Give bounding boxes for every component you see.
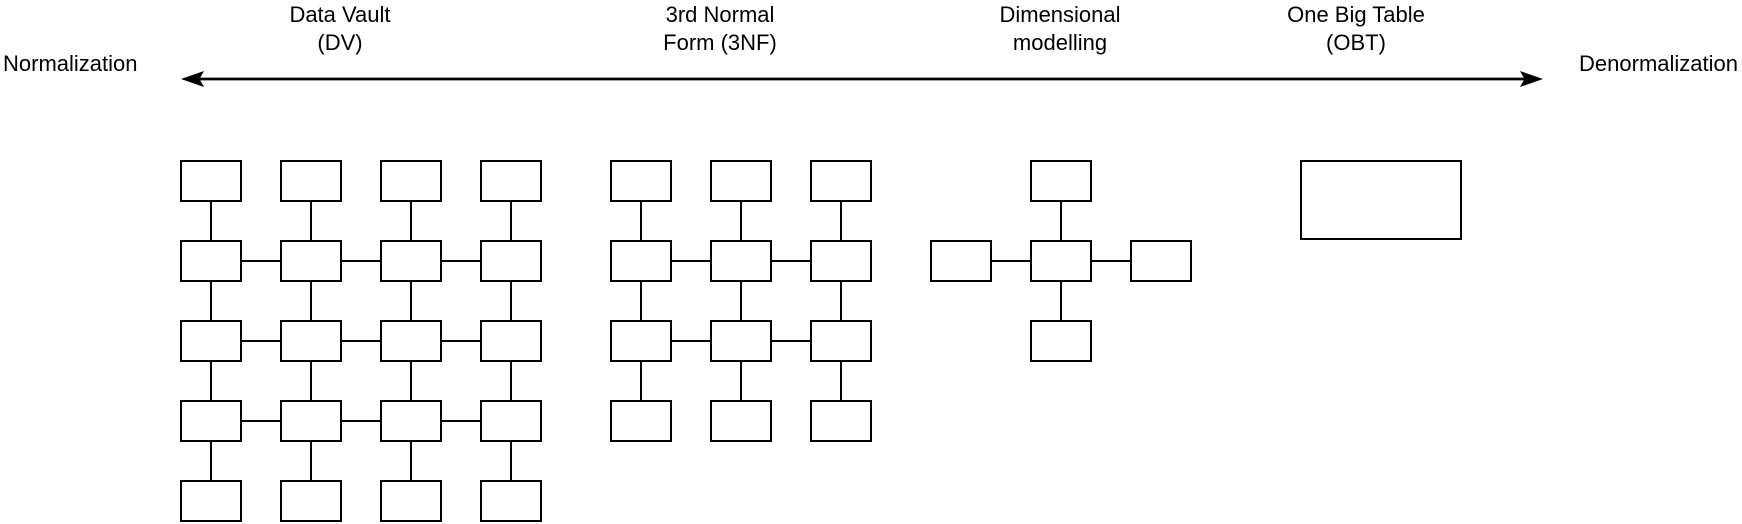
category-label-data-vault: Data Vault (DV) (230, 1, 450, 57)
table-box (710, 240, 772, 282)
normalization-label: Normalization (3, 51, 138, 76)
dimension-table-box (1030, 320, 1092, 362)
arrow-head-left-icon (181, 71, 204, 87)
category-label-line2: (DV) (317, 30, 363, 55)
connector-line (639, 362, 643, 400)
connector-line (409, 362, 413, 400)
connector-line (509, 202, 513, 240)
table-box (610, 160, 672, 202)
connector-line (739, 202, 743, 240)
category-label-line1: One Big Table (1287, 2, 1425, 27)
table-box (810, 320, 872, 362)
connector-line (242, 339, 280, 343)
connector-line (309, 442, 313, 480)
table-box (610, 320, 672, 362)
table-box (180, 480, 242, 522)
table-box (380, 160, 442, 202)
dimension-table-box (1030, 160, 1092, 202)
connector-line (839, 362, 843, 400)
connector-line (1092, 259, 1130, 263)
category-label-line2: Form (3NF) (663, 30, 777, 55)
table-box (180, 320, 242, 362)
connector-line (509, 362, 513, 400)
connector-line (209, 282, 213, 320)
table-box (280, 480, 342, 522)
connector-line (442, 339, 480, 343)
connector-line (772, 259, 810, 263)
table-box (480, 240, 542, 282)
table-box (180, 400, 242, 442)
connector-line (309, 202, 313, 240)
connector-line (442, 259, 480, 263)
connector-line (342, 339, 380, 343)
connector-line (242, 419, 280, 423)
category-label-line2: modelling (1012, 30, 1108, 55)
connector-line (772, 339, 810, 343)
table-box (710, 320, 772, 362)
connector-line (992, 259, 1030, 263)
connector-line (1059, 202, 1063, 240)
category-label-one-big-table: One Big Table (OBT) (1246, 1, 1466, 57)
connector-line (409, 202, 413, 240)
dimension-table-box (930, 240, 992, 282)
connector-line (639, 202, 643, 240)
table-box (610, 240, 672, 282)
table-box (380, 480, 442, 522)
table-box (610, 400, 672, 442)
connector-line (242, 259, 280, 263)
connector-line (309, 362, 313, 400)
connector-line (409, 442, 413, 480)
table-box (280, 160, 342, 202)
denormalization-label: Denormalization (1579, 51, 1738, 76)
table-box (280, 400, 342, 442)
connector-line (342, 259, 380, 263)
connector-line (309, 282, 313, 320)
table-box (380, 320, 442, 362)
table-box (180, 160, 242, 202)
connector-line (509, 442, 513, 480)
category-label-line1: Dimensional (999, 2, 1121, 27)
category-label-dimensional-modelling: Dimensional modelling (950, 1, 1170, 57)
connector-line (739, 362, 743, 400)
table-box (480, 160, 542, 202)
table-box (280, 320, 342, 362)
connector-line (442, 419, 480, 423)
connector-line (672, 339, 710, 343)
connector-line (409, 282, 413, 320)
dimension-table-box (1130, 240, 1192, 282)
connector-line (509, 282, 513, 320)
category-label-third-normal-form: 3rd Normal Form (3NF) (610, 1, 830, 57)
connector-line (672, 259, 710, 263)
table-box (280, 240, 342, 282)
connector-line (209, 362, 213, 400)
connector-line (342, 419, 380, 423)
table-box (480, 400, 542, 442)
table-box (180, 240, 242, 282)
table-box (480, 480, 542, 522)
one-big-table-box (1300, 160, 1462, 240)
table-box (480, 320, 542, 362)
connector-line (1059, 282, 1063, 320)
table-box (380, 240, 442, 282)
connector-line (739, 282, 743, 320)
arrow-head-right-icon (1520, 71, 1543, 87)
fact-table-box (1030, 240, 1092, 282)
connector-line (839, 282, 843, 320)
table-box (810, 400, 872, 442)
connector-line (209, 442, 213, 480)
connector-line (839, 202, 843, 240)
connector-line (209, 202, 213, 240)
table-box (810, 240, 872, 282)
category-label-line1: Data Vault (289, 2, 391, 27)
table-box (810, 160, 872, 202)
table-box (710, 400, 772, 442)
category-label-line1: 3rd Normal (665, 2, 775, 27)
table-box (380, 400, 442, 442)
connector-line (639, 282, 643, 320)
category-label-line2: (OBT) (1326, 30, 1386, 55)
table-box (710, 160, 772, 202)
